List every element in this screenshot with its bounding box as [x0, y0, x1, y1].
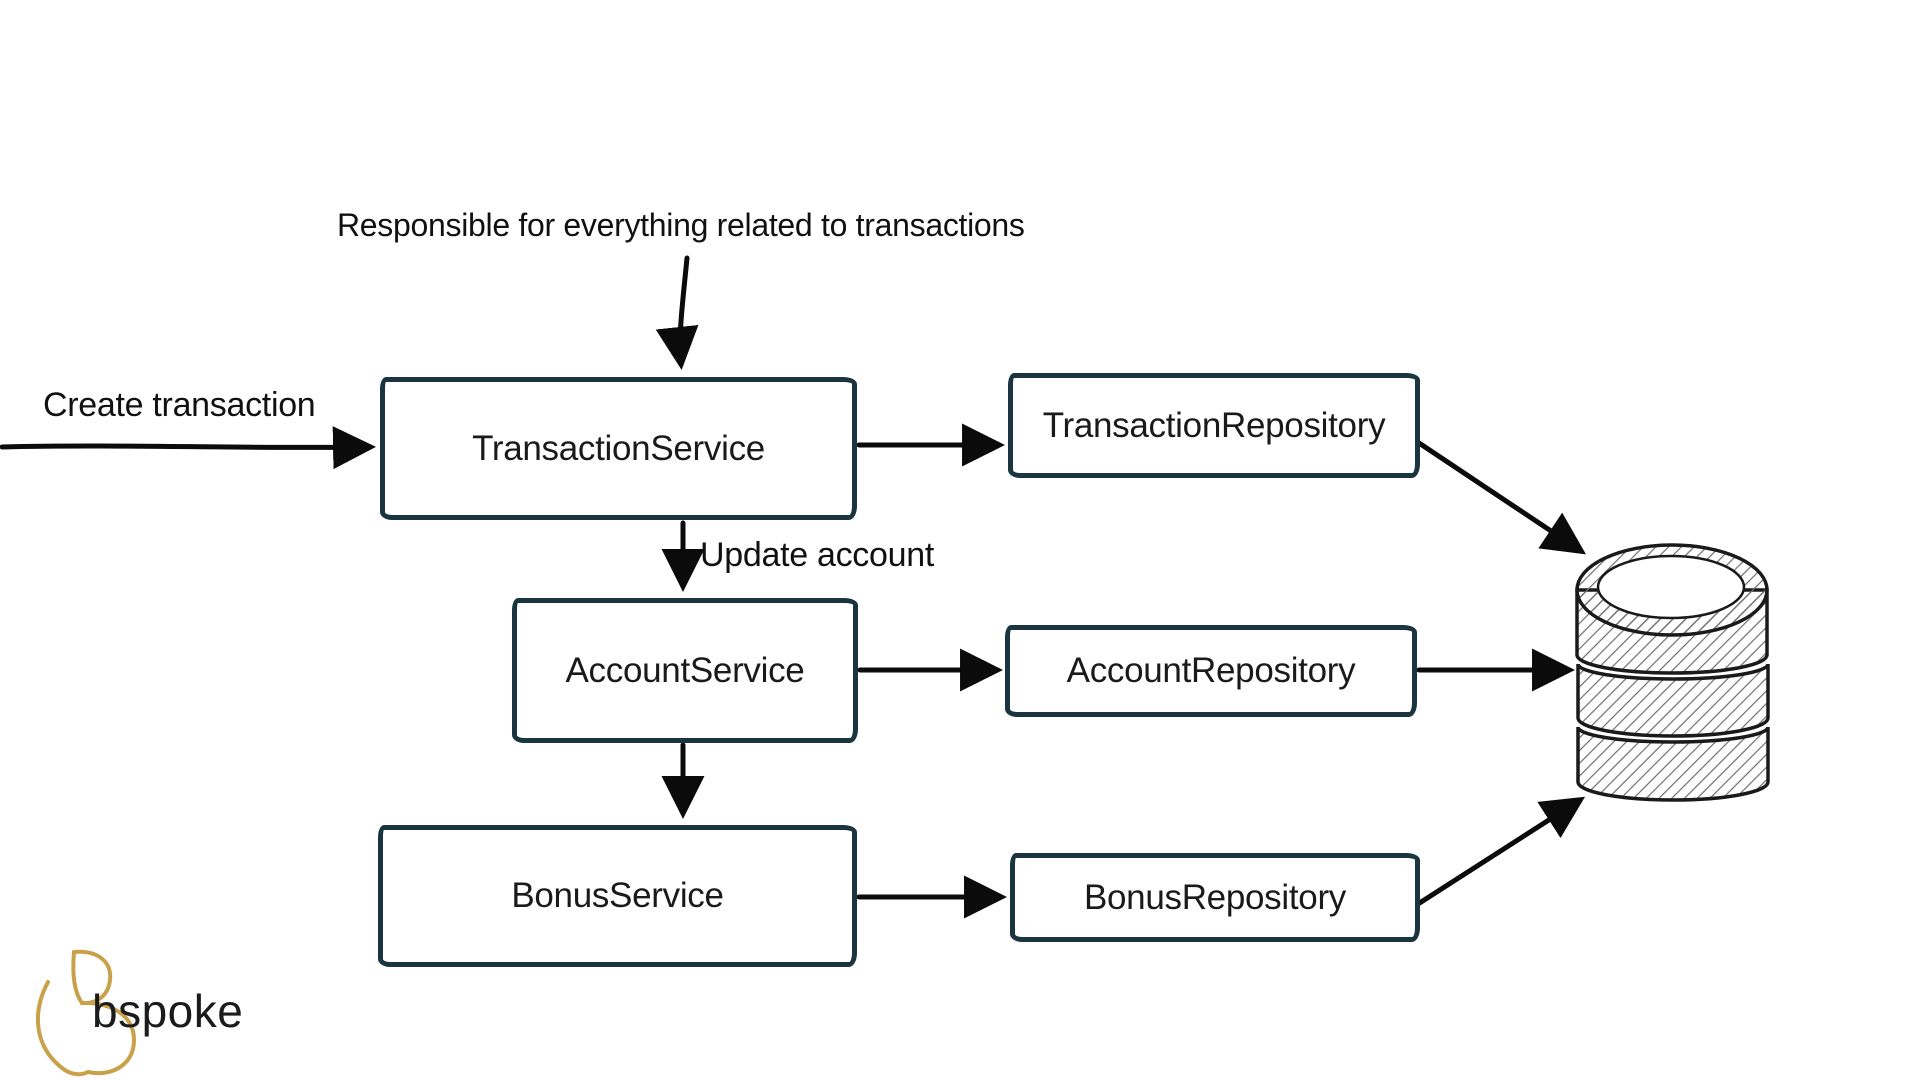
node-label: AccountService [565, 650, 805, 690]
database-cylinder-icon [1575, 543, 1770, 802]
arrow-bonus-repository-to-database [1415, 796, 1586, 907]
node-label: BonusService [511, 876, 724, 915]
arrow-note-to-transaction-service [655, 255, 699, 370]
node-account-service: AccountService [512, 598, 858, 743]
node-label: TransactionService [472, 428, 765, 468]
node-transaction-repository: TransactionRepository [1008, 373, 1420, 478]
edge-label-create-transaction: Create transaction [43, 386, 316, 424]
arrow-transaction-repository-to-database [1410, 436, 1587, 555]
bspoke-logo-icon [36, 949, 137, 1077]
arrow-create-transaction [0, 426, 377, 470]
edge-label-update-account: Update account [700, 536, 934, 574]
note-responsible-for-transactions: Responsible for everything related to tr… [337, 207, 1025, 243]
node-label: TransactionRepository [1042, 405, 1386, 445]
node-label: BonusRepository [1083, 877, 1347, 917]
node-bonus-service: BonusService [378, 825, 857, 967]
node-bonus-repository: BonusRepository [1010, 853, 1420, 942]
node-account-repository: AccountRepository [1005, 625, 1417, 717]
node-transaction-service: TransactionService [380, 377, 857, 520]
node-label: AccountRepository [1066, 651, 1356, 690]
bspoke-wordmark: bspoke [92, 985, 244, 1037]
